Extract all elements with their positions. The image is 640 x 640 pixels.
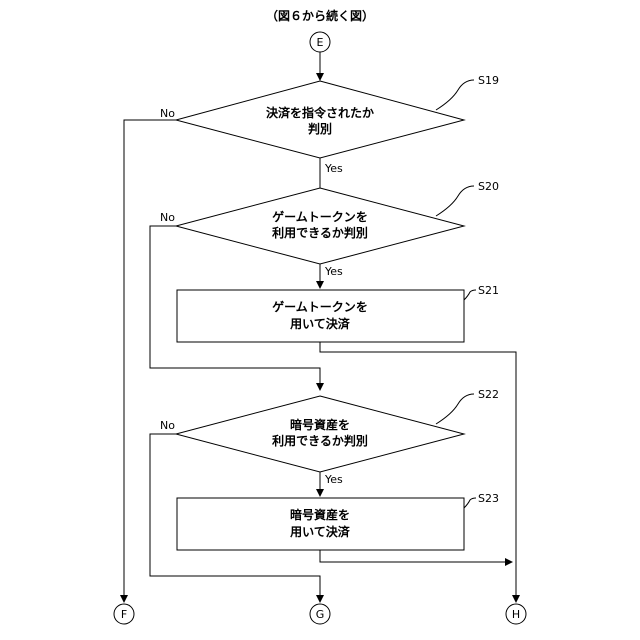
s23-step-label: S23 bbox=[478, 492, 499, 505]
decision-s20: ゲームトークンを 利用できるか判別 bbox=[176, 188, 464, 264]
connector-h-label: H bbox=[512, 608, 520, 621]
connector-g: G bbox=[310, 604, 330, 624]
s20-text-line1: ゲームトークンを bbox=[272, 209, 368, 224]
edge-s23-to-h bbox=[320, 550, 512, 562]
s19-step-label: S19 bbox=[478, 74, 499, 87]
connector-g-label: G bbox=[316, 608, 325, 621]
s19-leader bbox=[436, 80, 474, 110]
s19-no-label: No bbox=[160, 107, 175, 120]
s20-text-line2: 利用できるか判別 bbox=[272, 225, 368, 240]
s22-no-label: No bbox=[160, 419, 175, 432]
edge-s21-to-h bbox=[320, 342, 516, 602]
s22-leader bbox=[436, 394, 474, 424]
s22-text-line1: 暗号資産を bbox=[290, 417, 350, 432]
s22-yes-label: Yes bbox=[324, 473, 343, 486]
s23-text-line1: 暗号資産を bbox=[290, 507, 350, 522]
connector-e: E bbox=[310, 32, 330, 52]
s20-no-label: No bbox=[160, 211, 175, 224]
s23-text-line2: 用いて決済 bbox=[289, 524, 351, 539]
figure-title: （図６から続く図） bbox=[266, 8, 374, 23]
connector-e-label: E bbox=[317, 36, 324, 49]
s22-step-label: S22 bbox=[478, 388, 499, 401]
s20-yes-label: Yes bbox=[324, 265, 343, 278]
connector-f-label: F bbox=[121, 608, 127, 621]
decision-s19: 決済を指令されたか 判別 bbox=[176, 81, 464, 158]
s20-leader bbox=[436, 186, 474, 216]
s21-step-label: S21 bbox=[478, 284, 499, 297]
s21-text-line1: ゲームトークンを bbox=[272, 299, 368, 314]
s19-yes-label: Yes bbox=[324, 162, 343, 175]
connector-f: F bbox=[114, 604, 134, 624]
decision-s22: 暗号資産を 利用できるか判別 bbox=[176, 396, 464, 472]
process-s23: 暗号資産を 用いて決済 bbox=[177, 498, 464, 550]
process-s21: ゲームトークンを 用いて決済 bbox=[177, 290, 464, 342]
s23-leader bbox=[464, 498, 476, 508]
s19-text-line2: 判別 bbox=[308, 121, 332, 136]
s19-text-line1: 決済を指令されたか bbox=[266, 105, 374, 120]
connector-h: H bbox=[506, 604, 526, 624]
s20-step-label: S20 bbox=[478, 180, 499, 193]
s21-leader bbox=[464, 290, 476, 300]
s21-text-line2: 用いて決済 bbox=[289, 316, 351, 331]
s22-text-line2: 利用できるか判別 bbox=[272, 433, 368, 448]
